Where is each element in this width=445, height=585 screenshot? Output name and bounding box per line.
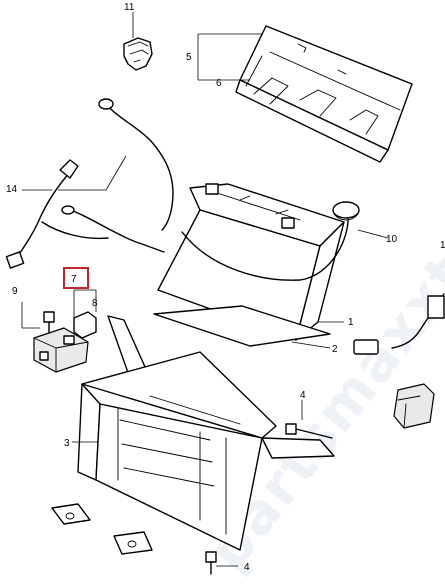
fuse-part-8[interactable]: [73, 311, 97, 339]
edge-cable-part[interactable]: [353, 293, 445, 429]
battery-box-part-3[interactable]: [51, 315, 335, 555]
callout-1-edge: 1: [440, 240, 445, 251]
callout-10: 10: [386, 234, 398, 245]
callout-5: 5: [186, 52, 192, 63]
callout-2: 2: [332, 344, 338, 355]
clip-part-11[interactable]: [123, 12, 153, 71]
battery-cover-part-5[interactable]: [197, 25, 413, 163]
bolt-part-9[interactable]: [21, 302, 55, 333]
cable-harness[interactable]: [5, 98, 174, 269]
callout-4-lower: 4: [244, 562, 250, 573]
callout-7-box[interactable]: 7: [63, 267, 89, 289]
callout-3: 3: [64, 438, 70, 449]
negative-cable-part-10[interactable]: [181, 201, 389, 281]
bolt-part-4-lower[interactable]: [205, 551, 238, 575]
callout-8: 8: [92, 298, 98, 309]
battery-pad-part-2[interactable]: [153, 305, 331, 349]
callout-1: 1: [348, 317, 354, 328]
callout-14: 14: [6, 184, 18, 195]
callout-4-upper: 4: [300, 390, 306, 401]
callout-6: 6: [216, 78, 222, 89]
bolt-part-4-upper[interactable]: [285, 400, 333, 439]
callout-9: 9: [12, 286, 18, 297]
callout-11: 11: [124, 2, 135, 13]
highlight-box: [63, 267, 89, 289]
callout-7: 7: [71, 274, 77, 285]
